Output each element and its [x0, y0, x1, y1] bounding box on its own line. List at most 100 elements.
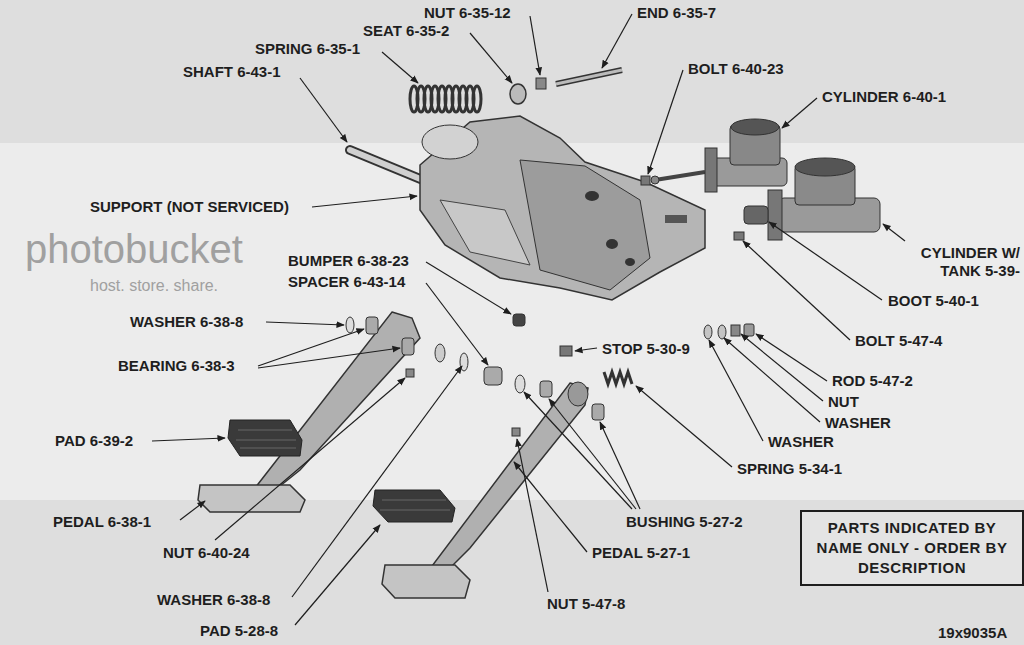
part-label: ROD 5-47-2 — [832, 372, 913, 390]
leader-line — [152, 438, 225, 441]
spacer — [484, 367, 502, 385]
part-label: PAD 5-28-8 — [200, 622, 278, 640]
bolt — [734, 232, 744, 240]
leader-line — [782, 98, 817, 128]
bracket-hole — [606, 239, 618, 249]
leader-line — [648, 70, 683, 174]
leader-line — [295, 525, 380, 625]
part-label: SUPPORT (NOT SERVICED) — [90, 198, 289, 216]
rod-hardware — [704, 324, 754, 339]
leader-line — [530, 16, 540, 75]
shaft — [350, 150, 430, 183]
small-parts — [346, 314, 632, 436]
nut — [536, 78, 546, 89]
bracket-hole — [585, 191, 599, 201]
part-label: PEDAL 6-38-1 — [53, 513, 151, 531]
spring-seat — [510, 84, 526, 104]
part-label: NUT 5-47-8 — [547, 595, 625, 613]
part-label: NUT — [828, 393, 859, 411]
bracket-body — [420, 116, 705, 300]
coil-spring — [410, 86, 481, 112]
pedal — [373, 382, 588, 598]
nut — [512, 428, 520, 436]
figure-number: 19x9035A — [938, 624, 1007, 642]
reservoir-cap — [731, 119, 779, 135]
part-label: NUT 6-40-24 — [163, 544, 250, 562]
master-cylinder — [651, 119, 787, 192]
leader-line — [382, 52, 418, 83]
part-label: SPRING 5-34-1 — [737, 460, 842, 478]
leader-line — [258, 348, 400, 368]
support-bracket — [420, 116, 705, 300]
pedal-foot — [198, 485, 305, 512]
leader-line — [215, 378, 405, 540]
boot — [744, 206, 768, 224]
coil — [473, 86, 481, 112]
bracket-slot — [665, 215, 687, 223]
washer — [704, 325, 712, 339]
note-text: PARTS INDICATED BY NAME ONLY - ORDER BY … — [810, 518, 1014, 578]
pedal-hub — [568, 382, 588, 406]
leader-line — [743, 241, 850, 340]
part-label: WASHER 6-38-8 — [157, 591, 270, 609]
part-label: WASHER — [825, 414, 891, 432]
leader-line — [575, 348, 597, 351]
rod-end — [556, 70, 622, 84]
part-label: PEDAL 5-27-1 — [592, 544, 690, 562]
washer — [515, 375, 525, 393]
leader-line — [709, 340, 763, 441]
washer — [718, 325, 726, 339]
part-label: BUMPER 6-38-23 — [288, 252, 409, 270]
leader-line — [741, 334, 823, 401]
pedal-pad — [228, 420, 302, 456]
bracket-side — [440, 200, 530, 265]
part-label: CYLINDER W/ TANK 5-39- — [890, 244, 1020, 280]
pedal-arm — [255, 312, 420, 490]
leader-line — [549, 399, 636, 509]
part-label: SPRING 6-35-1 — [255, 40, 360, 58]
pedal-arm — [432, 383, 588, 570]
bolt — [641, 176, 650, 185]
leader-line — [312, 196, 417, 207]
clevis — [651, 176, 659, 184]
tank-cap — [795, 158, 855, 176]
part-label: WASHER — [768, 433, 834, 451]
part-label: WASHER 6-38-8 — [130, 313, 243, 331]
flange — [768, 190, 782, 240]
part-label: SEAT 6-35-2 — [363, 22, 449, 40]
bearing — [366, 317, 378, 334]
part-label: BUSHING 5-27-2 — [626, 513, 743, 531]
note-box: PARTS INDICATED BY NAME ONLY - ORDER BY … — [800, 510, 1024, 586]
bushing — [592, 404, 604, 420]
watermark: host. store. share. — [90, 276, 218, 296]
return-spring — [604, 372, 632, 384]
leader-line — [636, 386, 732, 467]
bracket-hole — [625, 258, 635, 266]
part-label: BOLT 5-47-4 — [855, 332, 942, 350]
rod-end — [556, 70, 622, 84]
bumper — [513, 314, 525, 326]
leader-line — [292, 366, 462, 597]
bracket-cup — [422, 125, 478, 159]
part-label: BEARING 6-38-3 — [118, 357, 235, 375]
leader-line — [524, 392, 632, 509]
part-label: STOP 5-30-9 — [602, 340, 690, 358]
leader-line — [756, 334, 827, 381]
part-label: BOOT 5-40-1 — [888, 292, 979, 310]
leader-line — [470, 33, 512, 83]
leader-line — [769, 222, 882, 300]
leader-line — [300, 78, 347, 142]
bearing — [435, 344, 445, 362]
flange — [705, 148, 717, 192]
leader-line — [883, 224, 905, 241]
pedal — [198, 312, 420, 512]
leader-line — [426, 262, 511, 314]
part-label: SPACER 6-43-14 — [288, 273, 405, 291]
part-label: END 6-35-7 — [637, 4, 716, 22]
bushing — [540, 381, 552, 397]
cylinder-with-tank — [734, 158, 880, 240]
rod — [744, 324, 754, 336]
leader-line — [426, 283, 488, 365]
leader-line — [180, 501, 205, 520]
bracket-face — [520, 160, 650, 290]
